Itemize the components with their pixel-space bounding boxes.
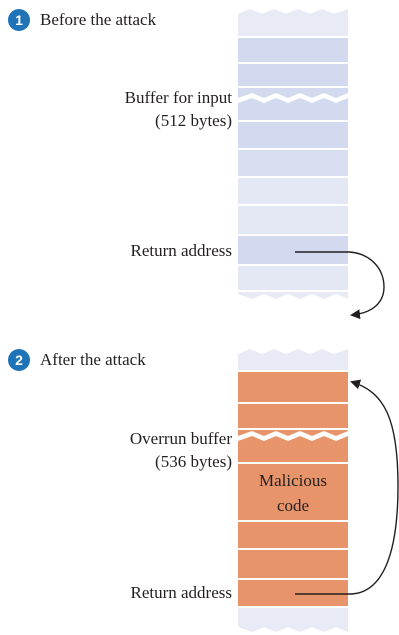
buffer-label: Buffer for input	[124, 88, 232, 107]
overrun-break	[238, 430, 348, 436]
overrun-cell	[238, 522, 348, 548]
overrun-size-label: (536 bytes)	[155, 452, 232, 471]
stack-cell	[238, 206, 348, 234]
step-2-title: After the attack	[40, 350, 146, 369]
return-address-label: Return address	[130, 583, 232, 602]
hijacked-return-arrow	[295, 379, 399, 595]
overrun-cell	[238, 404, 348, 428]
step-1-title: Before the attack	[40, 10, 157, 29]
after-stack	[238, 349, 399, 632]
overrun-buffer-label: Overrun buffer	[129, 429, 232, 448]
return-address-cell	[238, 236, 348, 264]
step-1-badge: 1	[8, 9, 30, 31]
malicious-code-cell	[238, 464, 348, 520]
stack-top-cap	[238, 9, 348, 36]
buffer-size-label: (512 bytes)	[155, 111, 232, 130]
stack-cell	[238, 178, 348, 204]
overrun-cell	[238, 372, 348, 402]
return-address-label: Return address	[130, 241, 232, 260]
stack-cell	[238, 122, 348, 148]
stack-bottom-cap	[238, 608, 348, 632]
overrun-cell	[238, 550, 348, 578]
stack-bottom-cap	[238, 292, 348, 299]
stack-break	[238, 88, 348, 98]
step-2-badge: 2	[8, 349, 30, 371]
return-address-cell	[238, 580, 348, 606]
overrun-break	[238, 436, 348, 462]
stack-break	[238, 98, 348, 120]
malicious-code-label-line1: Malicious	[259, 471, 327, 490]
return-arrow	[295, 251, 385, 320]
malicious-code-label-line2: code	[276, 496, 310, 515]
stack-cell	[238, 64, 348, 86]
stack-cell	[238, 266, 348, 290]
before-stack	[238, 9, 385, 320]
stack-cell	[238, 38, 348, 62]
stack-top-cap	[238, 349, 348, 370]
stack-cell	[238, 150, 348, 176]
